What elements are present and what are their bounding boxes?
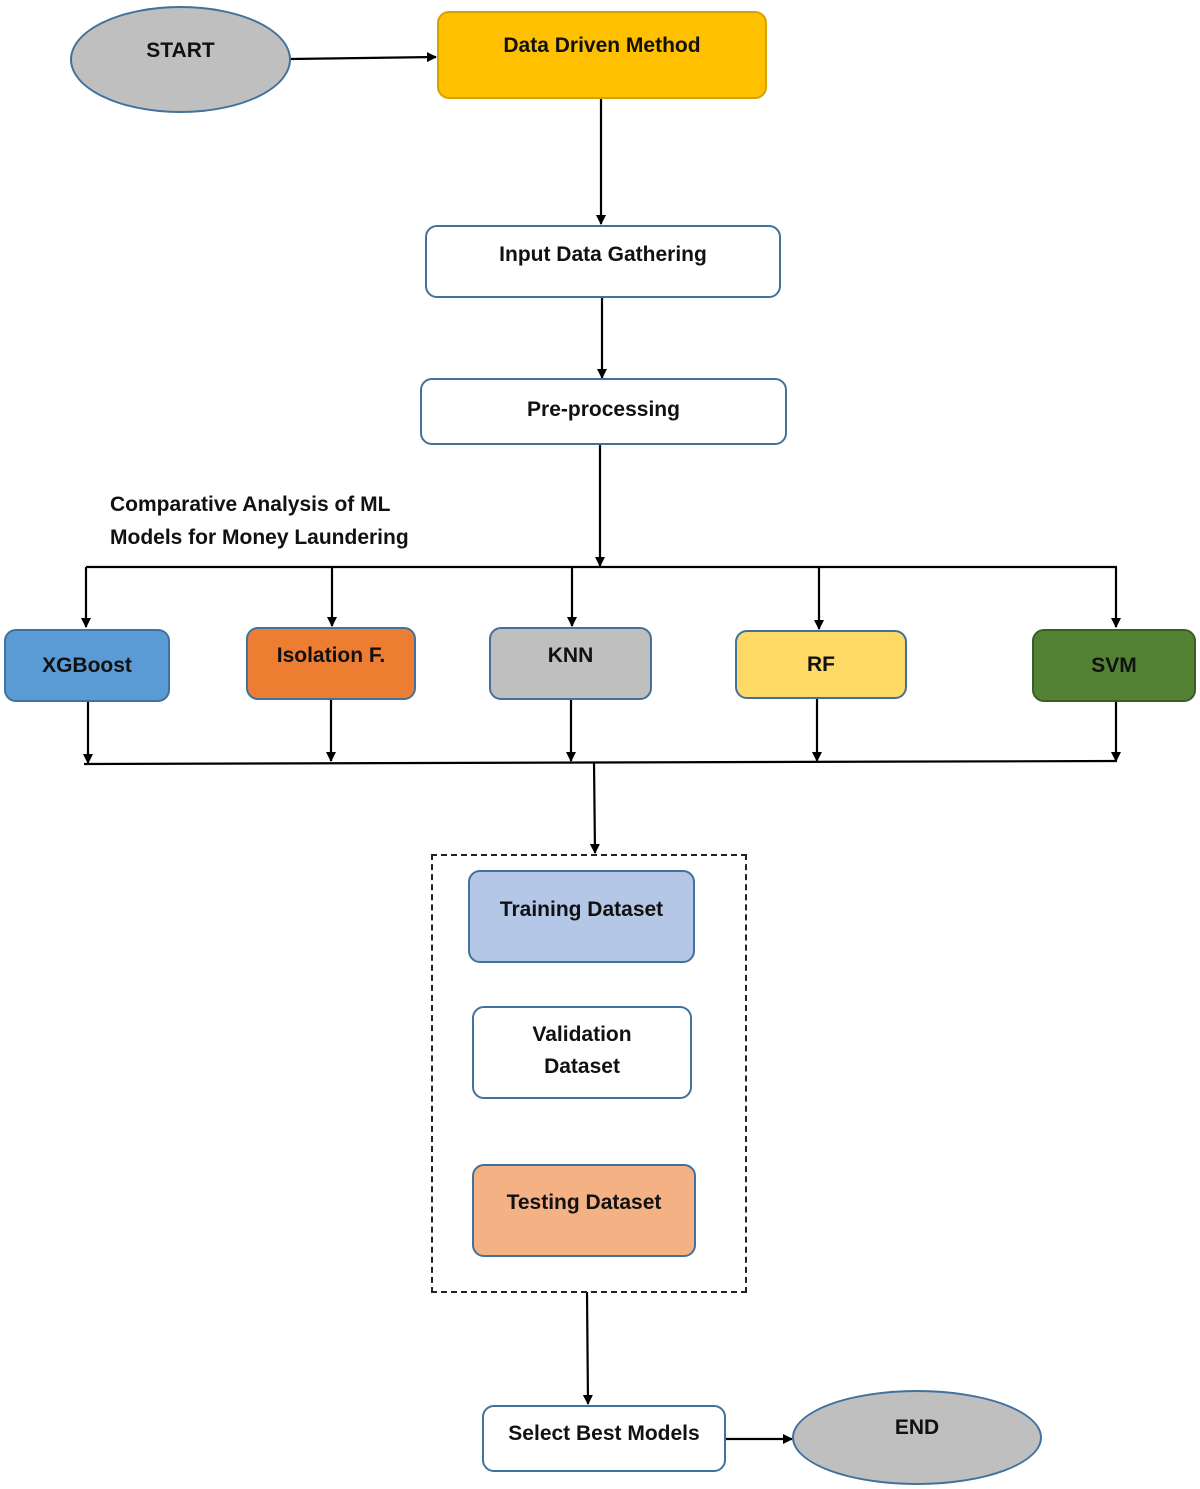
model-label-isolation-forest: Isolation F.: [276, 643, 386, 667]
testing-dataset-label: Testing Dataset: [506, 1190, 662, 1214]
edge-dataset-group-to-select: [582, 1291, 593, 1405]
model-node-isolation-forest: Isolation F.: [246, 627, 416, 700]
testing-dataset-node: Testing Dataset: [472, 1164, 696, 1257]
model-node-knn: KNN: [489, 627, 652, 700]
data-driven-method-node: Data Driven Method: [437, 11, 767, 99]
comparative-analysis-line-2: Models for Money Laundering: [110, 525, 409, 549]
model-node-xgboost: XGBoost: [4, 629, 170, 702]
start-label: START: [146, 38, 215, 62]
model-label-svm: SVM: [1091, 653, 1137, 677]
validation-dataset-label-line-1: Validation: [532, 1023, 632, 1046]
model-label-xgboost: XGBoost: [42, 653, 132, 677]
end-node: END: [792, 1390, 1042, 1485]
dataset-split-group: [431, 854, 747, 1293]
validation-dataset-label-line-2: Dataset: [544, 1054, 620, 1078]
comparative-analysis-caption: Comparative Analysis of ML Models for Mo…: [110, 489, 409, 554]
input-data-gathering-node: Input Data Gathering: [425, 225, 781, 298]
model-label-rf: RF: [807, 652, 835, 676]
training-dataset-node: Training Dataset: [468, 870, 695, 963]
model-node-rf: RF: [735, 630, 907, 699]
edge-bus-to-dataset-group: [589, 761, 600, 854]
model-node-svm: SVM: [1032, 629, 1196, 702]
select-best-models-node: Select Best Models: [482, 1405, 726, 1472]
validation-dataset-node: Validation Dataset: [472, 1006, 692, 1099]
comparative-analysis-line-1: Comparative Analysis of ML: [110, 493, 391, 516]
end-label: END: [894, 1415, 940, 1439]
data-driven-method-label: Data Driven Method: [503, 34, 701, 58]
preprocessing-node: Pre-processing: [420, 378, 787, 445]
model-label-knn: KNN: [547, 643, 594, 667]
edge-start-to-data-driven: [289, 52, 437, 63]
select-best-models-label: Select Best Models: [508, 1421, 700, 1445]
preprocessing-label: Pre-processing: [527, 397, 680, 421]
start-node: START: [70, 6, 291, 113]
input-data-gathering-label: Input Data Gathering: [499, 242, 707, 266]
training-dataset-label: Training Dataset: [499, 897, 664, 921]
bottom-merge-bus: [83, 759, 1118, 766]
